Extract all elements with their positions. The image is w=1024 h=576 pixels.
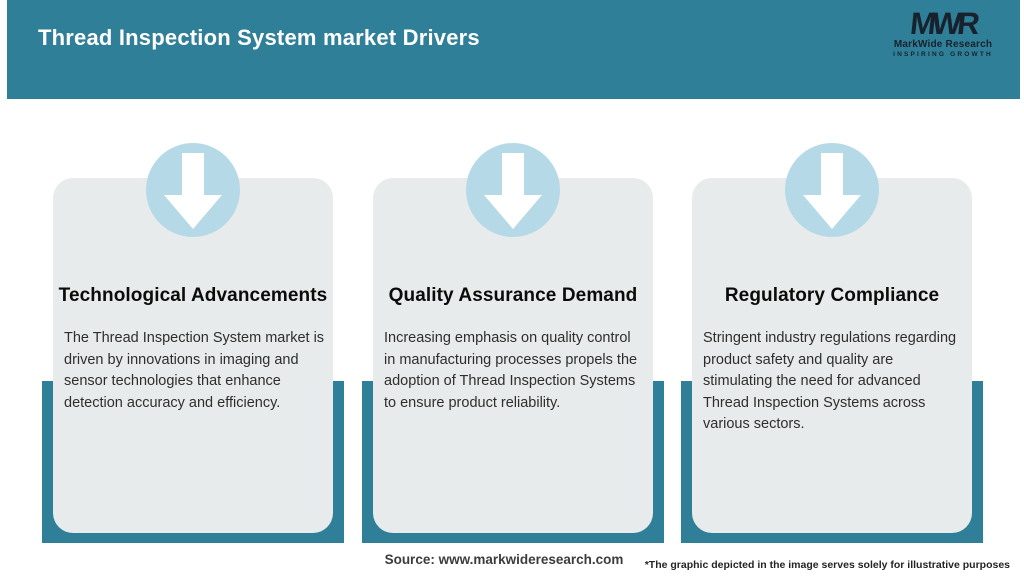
driver-column-quality-assurance-demand: Quality Assurance Demand Increasing emph… bbox=[362, 143, 664, 543]
logo-tagline: INSPIRING GROWTH bbox=[893, 51, 993, 58]
driver-card: Technological Advancements The Thread In… bbox=[53, 178, 333, 533]
disclaimer-text: *The graphic depicted in the image serve… bbox=[644, 559, 1010, 571]
page-title: Thread Inspection System market Drivers bbox=[38, 25, 480, 50]
driver-column-technological-advancements: Technological Advancements The Thread In… bbox=[42, 143, 344, 543]
down-arrow-icon bbox=[146, 143, 240, 237]
card-description: Stringent industry regulations regarding… bbox=[703, 330, 957, 432]
logo-name: MarkWide Research bbox=[893, 39, 993, 50]
card-title: Quality Assurance Demand bbox=[388, 285, 638, 306]
card-title: Regulatory Compliance bbox=[724, 285, 940, 306]
driver-card: Regulatory Compliance Stringent industry… bbox=[692, 178, 972, 533]
card-description: The Thread Inspection System market is d… bbox=[64, 330, 325, 411]
down-arrow-icon bbox=[466, 143, 560, 237]
card-description: Increasing emphasis on quality control i… bbox=[384, 330, 638, 411]
source-text: Source: www.markwideresearch.com bbox=[384, 552, 624, 567]
driver-card: Quality Assurance Demand Increasing emph… bbox=[373, 178, 653, 533]
header-bar: Thread Inspection System market Drivers … bbox=[7, 0, 1020, 99]
card-title: Technological Advancements bbox=[58, 285, 328, 306]
markwide-research-logo: MWR MarkWide Research INSPIRING GROWTH bbox=[888, 6, 998, 58]
driver-column-regulatory-compliance: Regulatory Compliance Stringent industry… bbox=[681, 143, 983, 543]
logo-monogram: MWR bbox=[908, 6, 978, 41]
down-arrow-icon bbox=[785, 143, 879, 237]
